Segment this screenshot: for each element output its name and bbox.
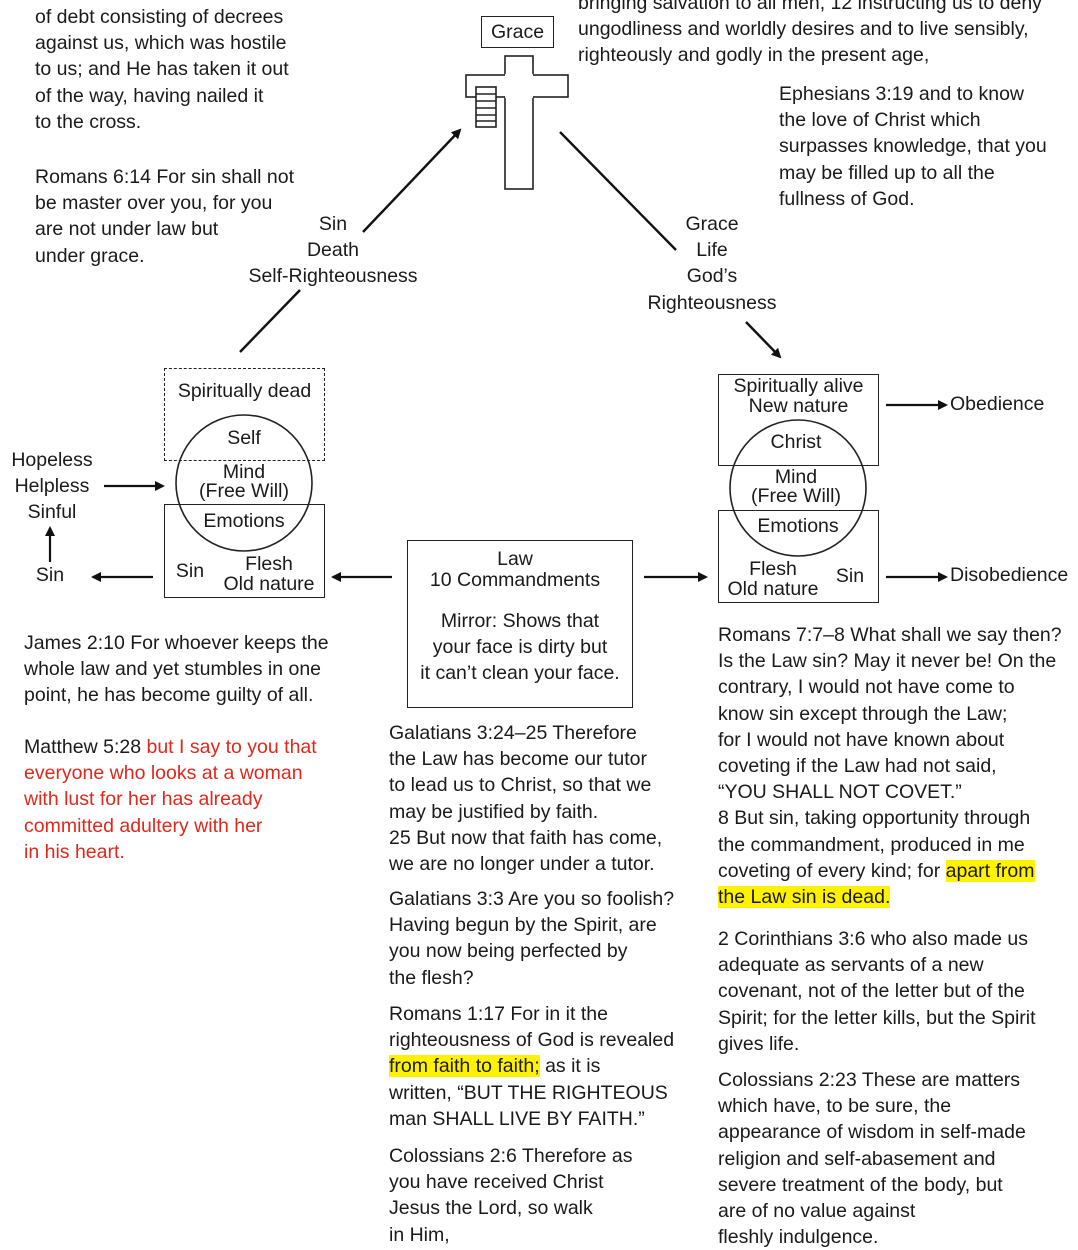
- left-path-line-lower: [239, 289, 301, 353]
- left-body-box: [164, 504, 325, 598]
- left-outcome-sin: Sin: [35, 564, 65, 586]
- cross-icon: [465, 55, 569, 190]
- ephesians-3-19-verse: Ephesians 3:19 and to know the love of C…: [779, 83, 1047, 210]
- 2-corinthians-3-6-verse: 2 Corinthians 3:6 who also made us adequ…: [718, 928, 1036, 1055]
- romans-7-7-highlight-2: the Law sin is dead.: [718, 886, 891, 909]
- romans-1-17-text-b: as it is written, “BUT THE RIGHTEOUS man…: [389, 1055, 668, 1130]
- titus-2-11-verse: bringing salvation to all men, 12 instru…: [578, 0, 1042, 67]
- right-path-arrow: [745, 321, 782, 359]
- left-self-label: Self: [227, 427, 261, 449]
- law-title: Law 10 Commandments: [429, 548, 601, 591]
- romans-7-7-highlight-1: apart from: [945, 859, 1035, 882]
- galatians-3-24-verse: Galatians 3:24–25 Therefore the Law has …: [389, 722, 663, 876]
- colossians-2-6-verse: Colossians 2:6 Therefore as you have rec…: [389, 1145, 633, 1246]
- romans-1-17-verse: Romans 1:17 For in it the righteousness …: [389, 1001, 674, 1132]
- spiritually-alive-box: [718, 374, 879, 466]
- hopeless-label: Hopeless Helpless Sinful: [11, 449, 93, 524]
- galatians-3-3-verse: Galatians 3:3 Are you so foolish? Having…: [389, 888, 675, 989]
- romans-6-14-verse: Romans 6:14 For sin shall not be master …: [35, 166, 295, 267]
- romans-1-17-text-a: Romans 1:17 For in it the righteousness …: [389, 1003, 675, 1052]
- right-spirit-label: Spiritually alive New nature: [733, 375, 864, 417]
- left-spirit-label: Spiritually dead: [177, 380, 312, 402]
- law-box: [407, 540, 633, 708]
- matthew-5-28-verse: Matthew 5:28 but I say to you that every…: [24, 734, 317, 865]
- james-2-10-verse: James 2:10 For whoever keeps the whole l…: [24, 632, 329, 707]
- romans-7-7-text: Romans 7:7–8 What shall we say then? Is …: [718, 624, 1062, 882]
- grace-box: Grace: [481, 16, 554, 48]
- colossians-2-23-verse: Colossians 2:23 These are matters which …: [718, 1069, 1026, 1249]
- disobedience-label: Disobedience: [950, 564, 1069, 586]
- matthew-ref: Matthew 5:28: [24, 736, 147, 758]
- right-body-box: [718, 510, 879, 603]
- left-mind-label: Mind (Free Will): [199, 461, 289, 502]
- spiritually-dead-box: [164, 368, 325, 461]
- right-path-label: Grace Life God’s Righteousness: [647, 213, 777, 314]
- right-self-label: Christ: [770, 431, 822, 453]
- right-mind-label: Mind (Free Will): [751, 466, 841, 507]
- romans-7-7-verse: Romans 7:7–8 What shall we say then? Is …: [718, 622, 1062, 910]
- colossians-2-14-verse: of debt consisting of decrees against us…: [35, 6, 289, 133]
- right-sin-label: Sin: [835, 565, 865, 587]
- law-mirror-text: Mirror: Shows that your face is dirty bu…: [420, 610, 620, 685]
- romans-1-17-highlight: from faith to faith;: [389, 1055, 540, 1078]
- left-flesh-label: Flesh Old nature: [223, 553, 315, 595]
- obedience-label: Obedience: [950, 393, 1045, 415]
- left-path-label: Sin Death Self-Righteousness: [248, 213, 418, 288]
- right-flesh-label: Flesh Old nature: [727, 558, 819, 600]
- right-emotions-label: Emotions: [757, 515, 839, 537]
- left-emotions-label: Emotions: [203, 510, 285, 532]
- left-sin-label: Sin: [175, 560, 205, 582]
- matthew-red-text: but I say to you that everyone who looks…: [24, 736, 317, 863]
